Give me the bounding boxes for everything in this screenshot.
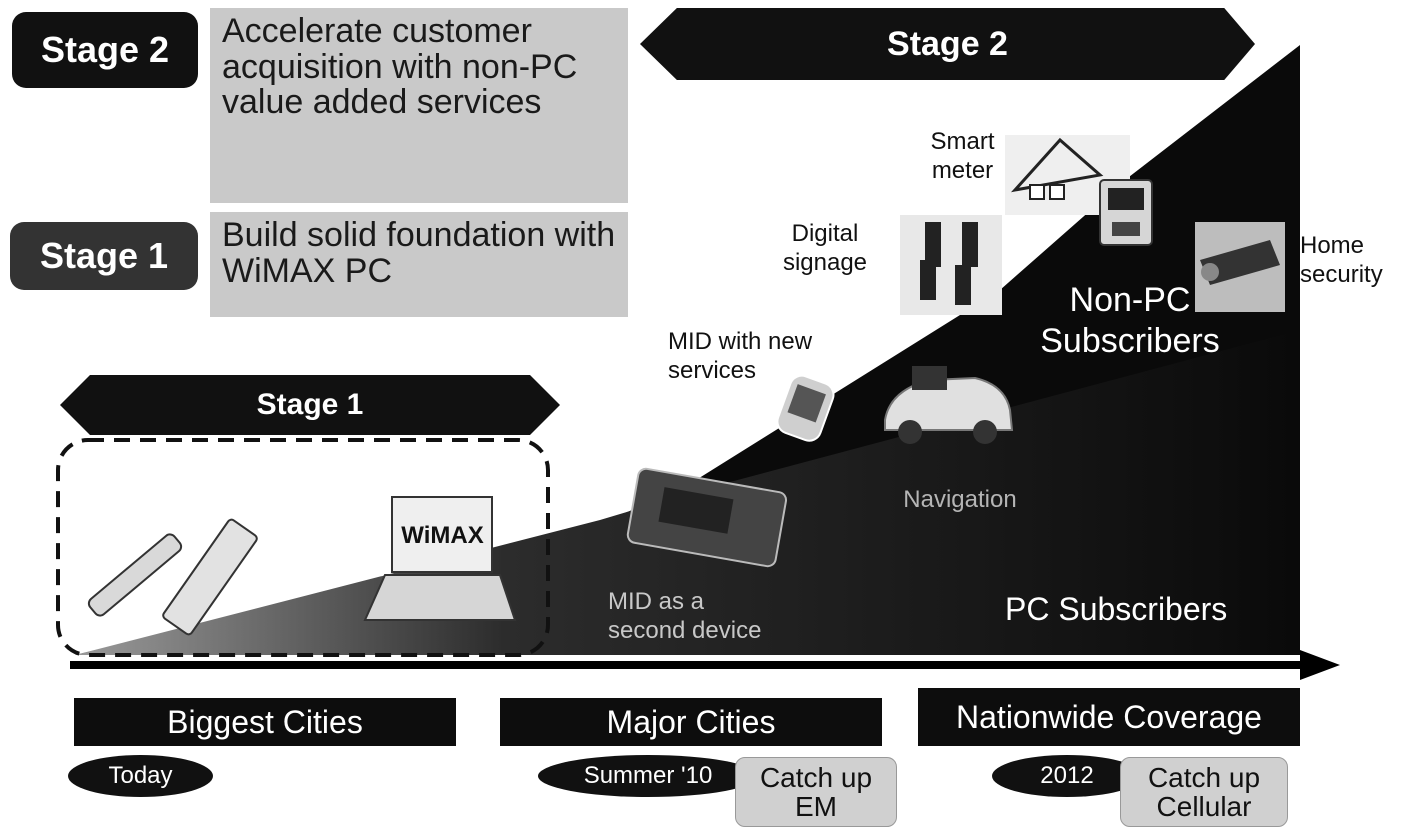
usb-dongle-icon [87, 533, 183, 617]
pc-wedge [75, 330, 1300, 655]
express-card-icon [162, 518, 258, 636]
legend-stage2-text: Accelerate customer acquisition with non… [210, 8, 628, 203]
car-icon [884, 366, 1014, 444]
home-security-icon [1195, 222, 1285, 312]
pc-subscribers-label: PC Subscribers [1005, 591, 1228, 627]
timeline-arrowhead [1300, 650, 1340, 680]
stage1-banner: Stage 1 [60, 375, 560, 435]
mid-second-device-icon [626, 467, 788, 568]
navigation-label: Navigation [903, 486, 1017, 513]
home-security-label: Home security [1300, 232, 1383, 288]
legend-stage1-badge: Stage 1 [10, 222, 198, 290]
milestone-summer-10: Summer '10 [538, 755, 758, 797]
stage1-dashed-region [56, 438, 550, 657]
mid-second-device-label: MID as a second device [608, 588, 762, 644]
legend-stage2-badge: Stage 2 [12, 12, 198, 88]
mid-new-services-label: MID with new services [668, 328, 813, 384]
milestone-2012: 2012 [992, 755, 1142, 797]
legend-stage1-text: Build solid foundation with WiMAX PC [210, 212, 628, 317]
stage2-banner: Stage 2 [640, 8, 1255, 80]
milestone-today: Today [68, 755, 213, 797]
catchup-cellular: Catch up Cellular [1120, 757, 1288, 827]
mid-new-services-icon [776, 374, 835, 442]
non-pc-subscribers-label: Non-PC Subscribers [1040, 281, 1220, 360]
digital-signage-label: Digital signage [782, 220, 868, 276]
smart-meter-label: Smart meter [930, 128, 995, 184]
phase-major-cities: Major Cities [500, 698, 882, 746]
wimax-laptop-label: WiMAX [401, 522, 484, 549]
smart-meter-icon [1099, 179, 1153, 246]
digital-signage-icon [900, 215, 1002, 315]
phase-nationwide: Nationwide Coverage [918, 688, 1300, 746]
phase-biggest-cities: Biggest Cities [74, 698, 456, 746]
catchup-em: Catch up EM [735, 757, 897, 827]
laptop-icon [363, 496, 517, 621]
